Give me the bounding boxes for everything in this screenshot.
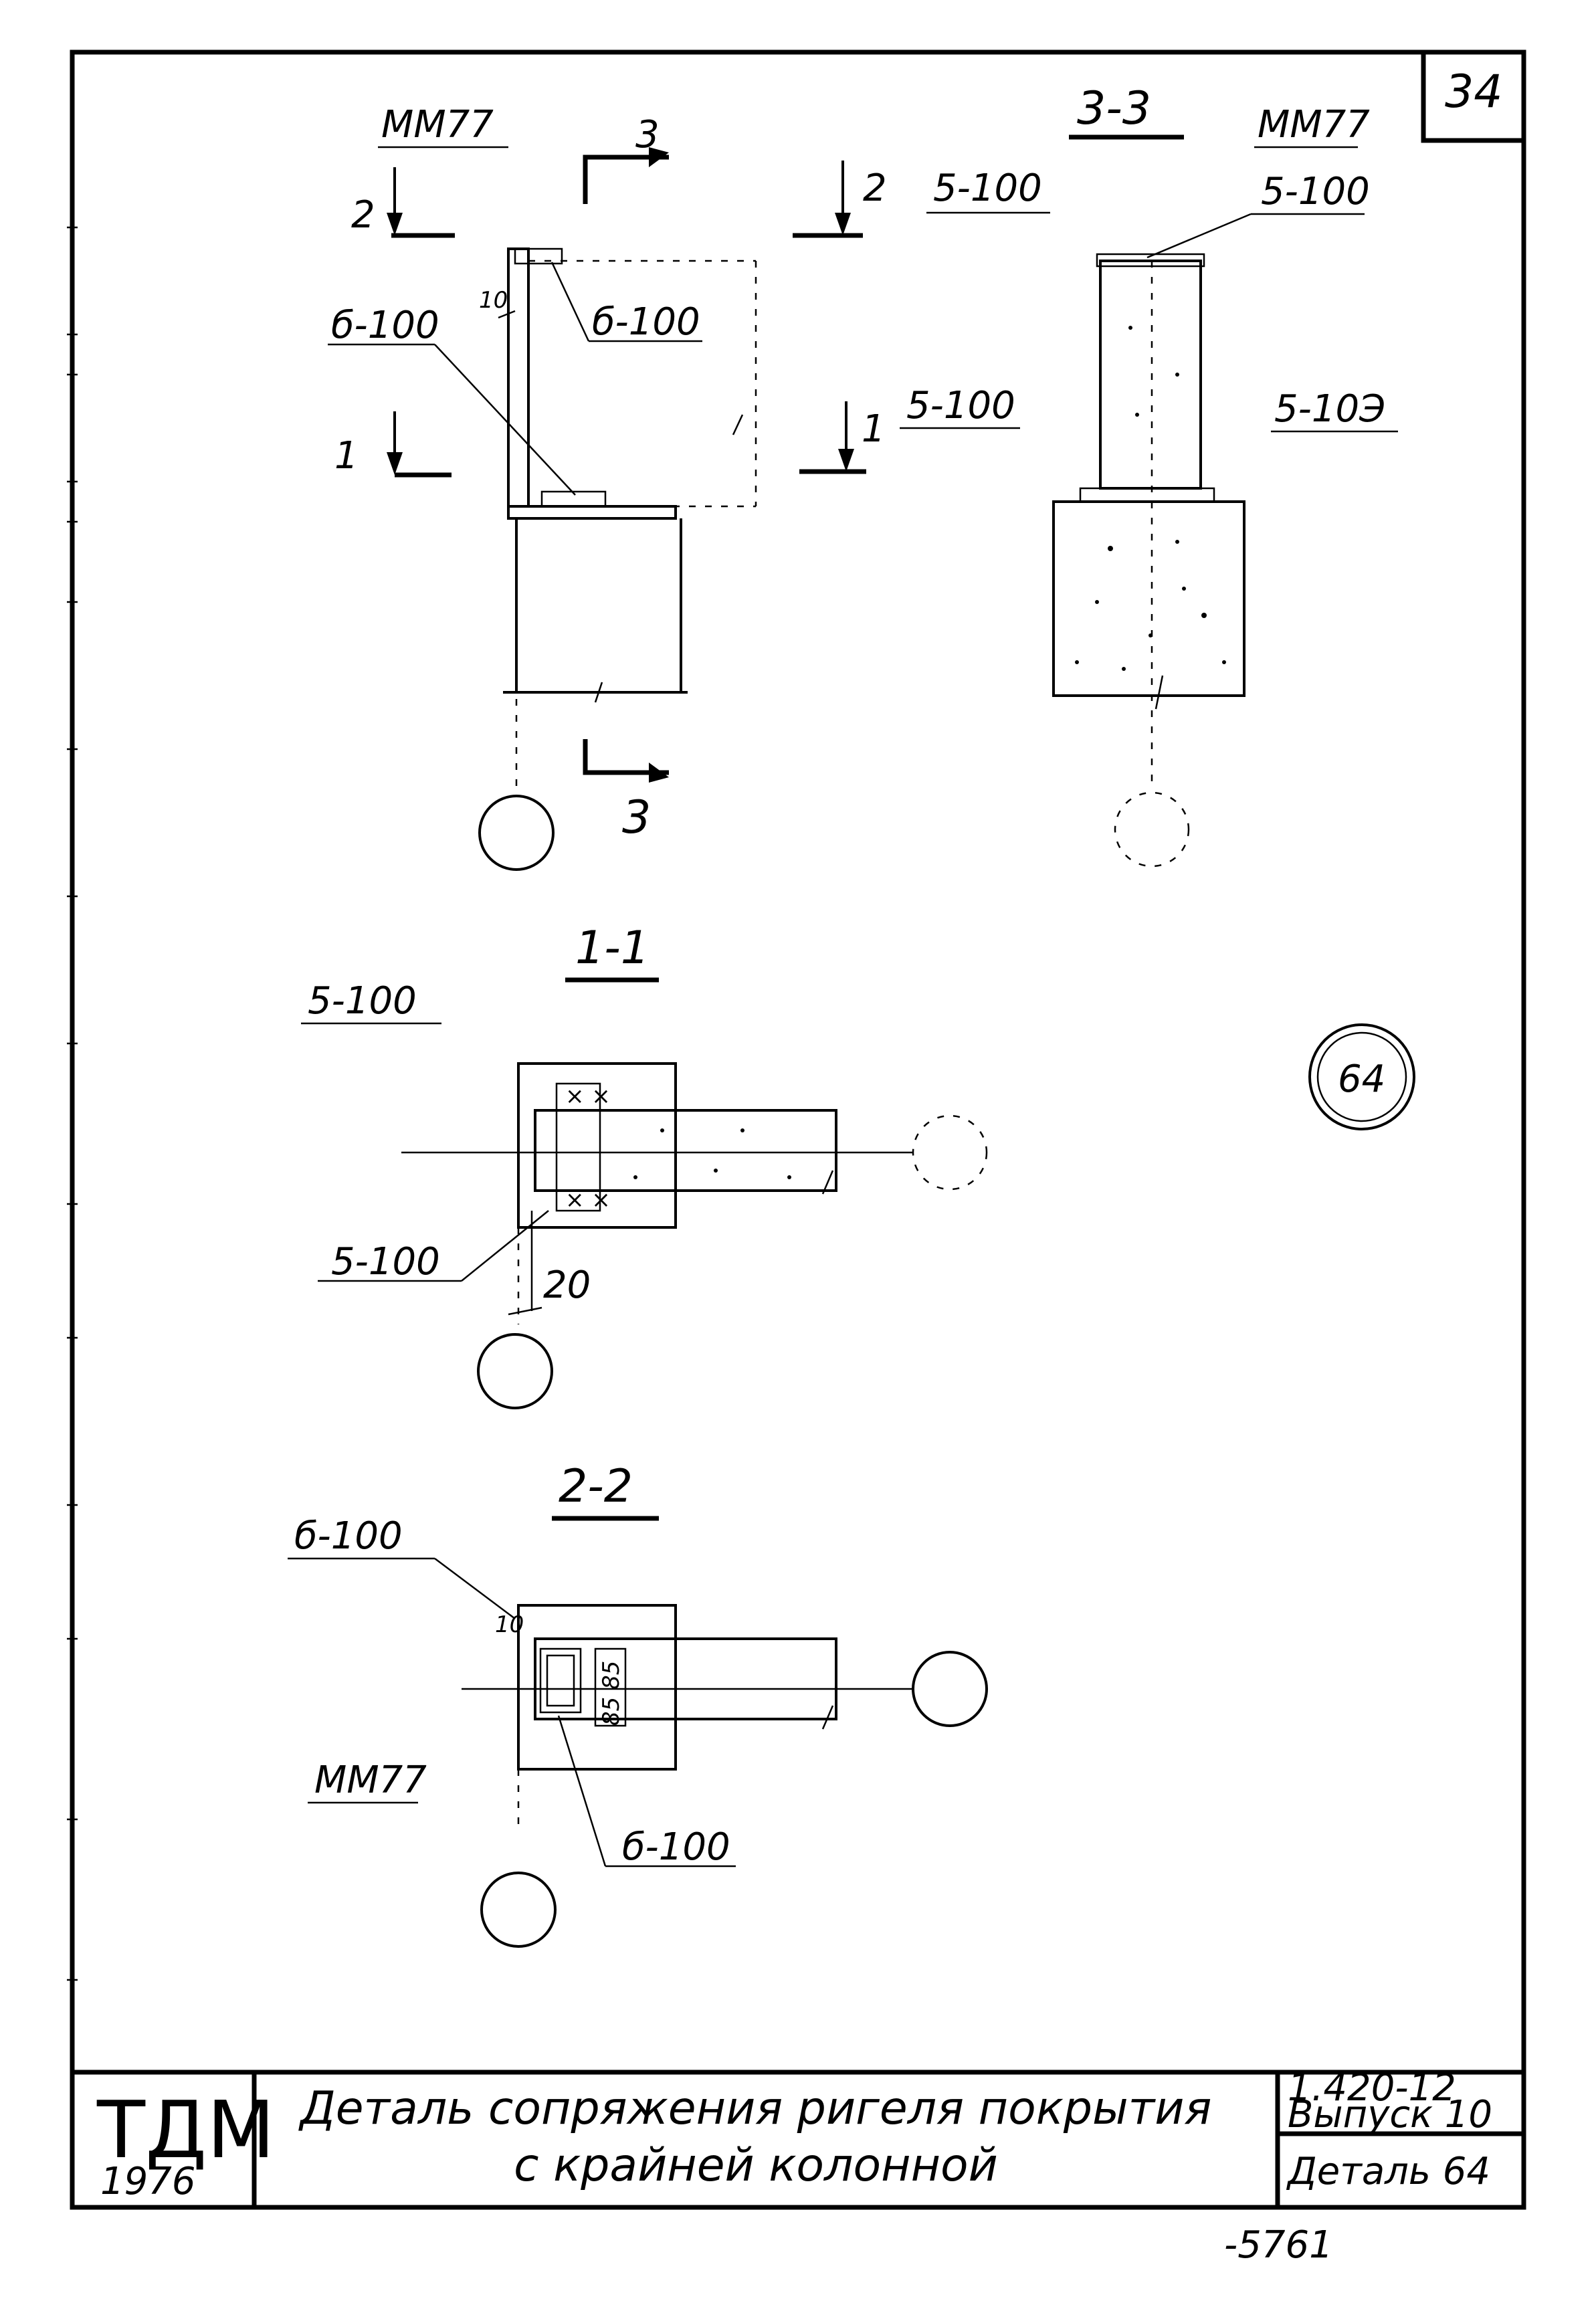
section-1-1: 1-1 5-100 × × × × 5-100 20: [301, 922, 988, 1409]
section-2-2-title: 2-2: [559, 1460, 633, 1513]
section-1-1-weld-upper: 5-100: [308, 979, 417, 1023]
drawing-title-line-2: с крайней колонной: [514, 2139, 998, 2192]
elevation-grade: ММ77: [381, 103, 494, 146]
section-3-3-title: 3-3: [1077, 82, 1151, 135]
series-number: 1.420-12: [1288, 2066, 1456, 2110]
cut-1-left: 1: [334, 434, 359, 478]
cut-2-left: 2: [351, 193, 375, 237]
elevation-weld-right-2: 5-100: [906, 384, 1015, 427]
section-2-2: 2-2 б-100 10 85 85 ММ77 б-100: [288, 1460, 988, 1948]
section-3-3-weld-side: 5-10Э: [1274, 387, 1385, 431]
section-2-2-weld-lower: б-100: [622, 1825, 730, 1869]
section-2-2-dim-85: 85 85: [598, 1661, 625, 1726]
tdm-logo: ТДМ: [96, 2084, 275, 2176]
section-3-3-grade: ММ77: [1258, 103, 1370, 146]
elevation-view: ММ77 3 2 2 1 1: [328, 103, 1050, 871]
title-block: ТДМ 1976 Деталь сопряжения ригеля покрыт…: [72, 2066, 1524, 2207]
elevation-weld-left: б-100: [331, 304, 439, 347]
cut-1-right: 1: [862, 407, 886, 451]
elevation-weld-top: б-100: [592, 300, 700, 344]
cut-3-top: 3: [635, 113, 660, 157]
section-1-1-title: 1-1: [575, 922, 650, 975]
svg-text:× ×: × ×: [565, 1187, 611, 1213]
detail-badge-number: 64: [1338, 1058, 1385, 1101]
section-1-1-dim-20: 20: [543, 1264, 591, 1307]
page-number: 34: [1445, 66, 1503, 118]
elevation-weld-right-1: 5-100: [933, 167, 1042, 210]
section-3-3: 3-3 ММ77 5-100 5-10Э: [1052, 82, 1398, 868]
footer-number: -5761: [1224, 2223, 1333, 2267]
detail-badge: 64: [1308, 1023, 1415, 1130]
section-2-2-weld-upper: б-100: [294, 1514, 403, 1558]
elevation-dim-10: 10: [479, 287, 508, 314]
year: 1976: [100, 2160, 196, 2203]
sheet-frame: [67, 49, 1526, 2210]
svg-text:× ×: × ×: [565, 1083, 611, 1110]
section-1-1-weld-lower: 5-100: [331, 1240, 440, 1284]
section-2-2-dim-10: 10: [495, 1611, 524, 1638]
issue-number: Выпуск 10: [1288, 2093, 1492, 2136]
section-2-2-grade: ММ77: [314, 1759, 427, 1802]
drawing-title-line-1: Деталь сопряжения ригеля покрытия: [298, 2082, 1212, 2135]
cut-2-right: 2: [863, 167, 887, 210]
cut-3-bottom: 3: [622, 791, 651, 844]
detail-number: Деталь 64: [1286, 2150, 1490, 2193]
section-3-3-weld-top: 5-100: [1261, 170, 1370, 213]
page-number-box: 34: [1421, 54, 1522, 143]
